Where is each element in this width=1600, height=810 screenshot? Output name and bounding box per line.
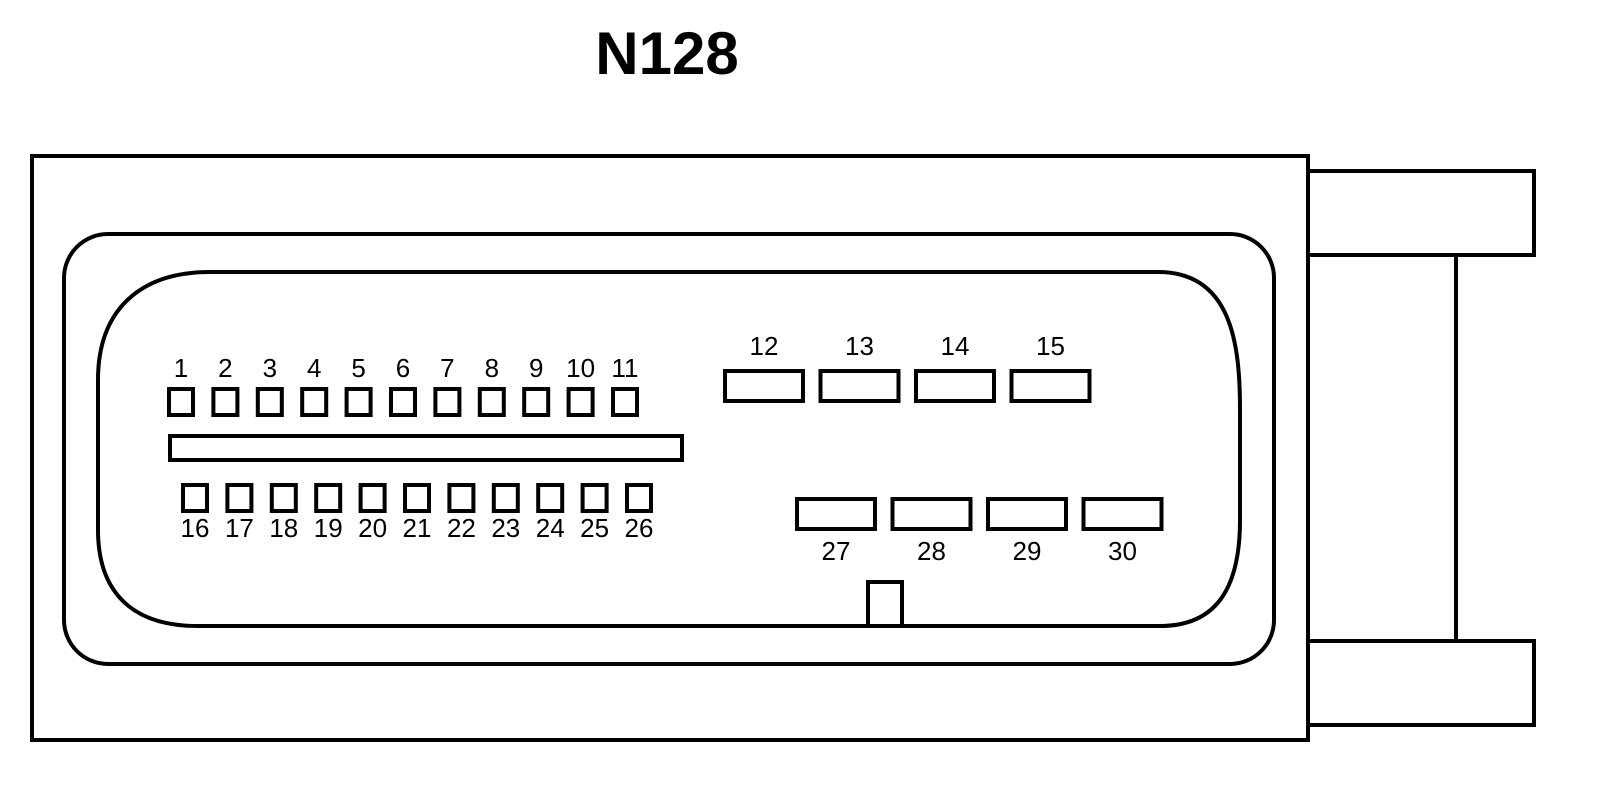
- pin-24: [536, 483, 565, 513]
- pin-12: [723, 369, 805, 403]
- pin-13: [818, 369, 901, 403]
- pin-label-26: 26: [625, 513, 654, 543]
- pin-label-30: 30: [1108, 536, 1137, 566]
- pin-label-9: 9: [529, 353, 543, 383]
- pin-8: [477, 387, 506, 417]
- pin-9: [522, 387, 551, 417]
- pin-25: [580, 483, 609, 513]
- pin-21: [403, 483, 431, 513]
- lower-right-pins: 27 28 29 30: [795, 497, 1164, 566]
- pin-label-29: 29: [1013, 536, 1042, 566]
- latch-lower-tab: [1306, 639, 1536, 727]
- pin-28: [890, 497, 973, 531]
- latch-upper-tab: [1306, 169, 1536, 257]
- pin-label-18: 18: [269, 513, 298, 543]
- pin-label-2: 2: [218, 353, 232, 383]
- pin-label-5: 5: [351, 353, 365, 383]
- pin-30: [1081, 497, 1164, 531]
- pin-label-24: 24: [536, 513, 565, 543]
- pin-7: [433, 387, 462, 417]
- pin-23: [491, 483, 520, 513]
- pin-label-6: 6: [396, 353, 410, 383]
- pin-15: [1009, 369, 1092, 403]
- center-divider-strip: [168, 434, 684, 462]
- pin-label-12: 12: [750, 331, 779, 361]
- pin-label-19: 19: [314, 513, 343, 543]
- pin-label-16: 16: [181, 513, 210, 543]
- pin-6: [389, 387, 417, 417]
- pin-16: [181, 483, 209, 513]
- bottom-row-pins: 16 17 18 19 20 21 22 23 24 25 26: [181, 483, 654, 543]
- pin-4: [300, 387, 329, 417]
- pin-label-27: 27: [822, 536, 851, 566]
- pin-19: [314, 483, 343, 513]
- keying-notch: [866, 580, 904, 626]
- pin-label-28: 28: [917, 536, 946, 566]
- pin-5: [344, 387, 373, 417]
- pin-14: [914, 369, 996, 403]
- connector-title: N128: [595, 20, 738, 87]
- pin-3: [255, 387, 284, 417]
- upper-right-pins: 12 13 14 15: [723, 331, 1092, 403]
- pin-label-1: 1: [174, 353, 188, 383]
- pin-label-23: 23: [491, 513, 520, 543]
- connector-inner-frame: [62, 232, 1276, 666]
- pin-label-11: 11: [612, 353, 639, 383]
- pin-label-15: 15: [1036, 331, 1065, 361]
- pin-label-25: 25: [580, 513, 609, 543]
- pin-27: [795, 497, 877, 531]
- pin-10: [566, 387, 595, 417]
- pin-label-10: 10: [566, 353, 595, 383]
- pin-label-14: 14: [941, 331, 970, 361]
- connector-housing: [30, 154, 1310, 742]
- pin-1: [167, 387, 195, 417]
- pin-label-13: 13: [845, 331, 874, 361]
- pin-label-21: 21: [403, 513, 432, 543]
- pin-cavity: [96, 270, 1242, 628]
- pin-label-4: 4: [307, 353, 321, 383]
- pin-18: [269, 483, 298, 513]
- pin-label-20: 20: [358, 513, 387, 543]
- pin-label-8: 8: [485, 353, 499, 383]
- pin-label-22: 22: [447, 513, 476, 543]
- pin-11: [611, 387, 639, 417]
- pin-26: [625, 483, 653, 513]
- pin-20: [358, 483, 387, 513]
- pin-label-3: 3: [263, 353, 277, 383]
- pin-17: [225, 483, 254, 513]
- pin-22: [447, 483, 476, 513]
- pin-2: [211, 387, 240, 417]
- pin-label-17: 17: [225, 513, 254, 543]
- pin-label-7: 7: [440, 353, 454, 383]
- pin-29: [986, 497, 1068, 531]
